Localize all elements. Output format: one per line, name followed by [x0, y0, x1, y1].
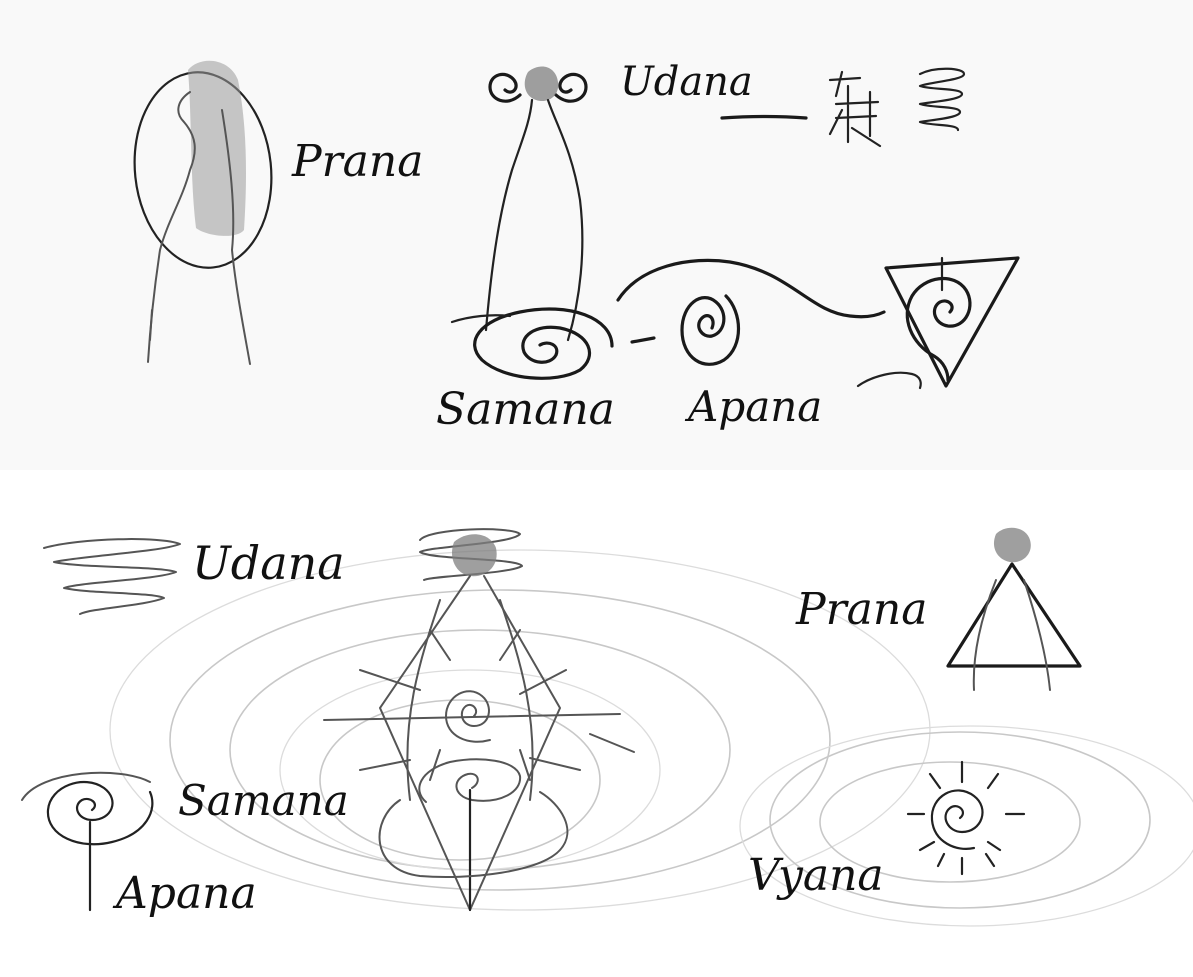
- samana-label-bottom: Samana: [178, 780, 349, 822]
- apana-label-top: Apana: [688, 386, 822, 428]
- connecting-wave: [618, 260, 884, 316]
- udana-label-bottom: Udana: [192, 540, 345, 586]
- vyana-label-bottom: Vyana: [748, 854, 884, 898]
- prana-label-bottom: Prana: [796, 588, 927, 632]
- vyana-sun-spiral: [908, 762, 1024, 874]
- inverted-triangle-symbol: [858, 258, 1018, 388]
- udana-glyphs-top: [722, 69, 964, 146]
- prana-triangle-bottom: [948, 528, 1080, 690]
- samana-label-top: Samana: [436, 388, 615, 432]
- apana-spiral-top: [632, 296, 739, 364]
- samana-spiral-top: [452, 309, 612, 378]
- apana-label-bottom: Apana: [116, 872, 257, 916]
- prana-label-top: Prana: [292, 140, 423, 184]
- vyana-field-ovals: [110, 550, 1193, 926]
- udana-column-figure: [486, 67, 586, 340]
- bottom-panel: Udana Prana Samana Apana Vyana: [0, 470, 1193, 977]
- central-diamond-figure: [324, 529, 634, 910]
- udana-coil-bottom: [44, 539, 180, 614]
- prana-oval-figure: [125, 61, 281, 364]
- top-panel: Prana Udana Samana Apana: [0, 0, 1193, 470]
- udana-label-top: Udana: [620, 62, 753, 102]
